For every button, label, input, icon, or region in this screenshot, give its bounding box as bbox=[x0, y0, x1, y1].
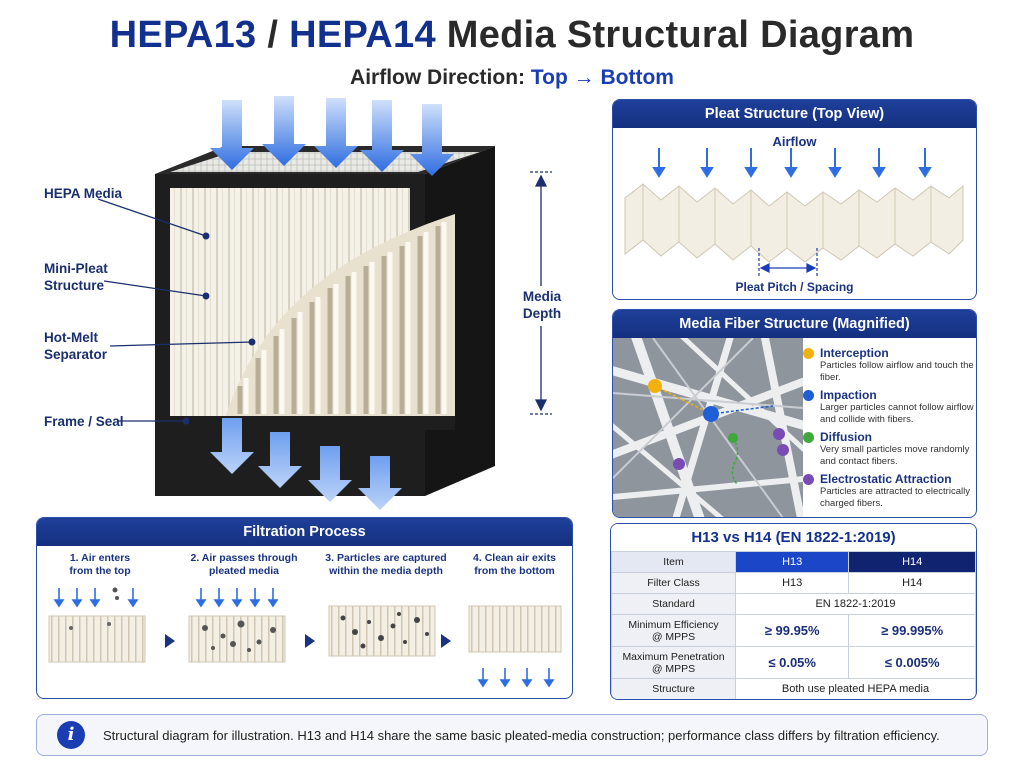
pleat-panel-title: Pleat Structure (Top View) bbox=[613, 100, 976, 128]
media-depth-label: Media Depth bbox=[522, 289, 562, 321]
airflow-in-arrows bbox=[210, 96, 454, 176]
pleat-zigzag bbox=[624, 183, 964, 263]
row-label-penetration: Maximum Penetration @ MPPS bbox=[611, 646, 736, 679]
table-row: Structure Both use pleated HEPA media bbox=[611, 678, 976, 699]
footer-note: i Structural diagram for illustration. H… bbox=[36, 714, 988, 756]
step-1-graphic bbox=[48, 587, 146, 663]
cell-penetration-h13: ≤ 0.05% bbox=[734, 646, 850, 679]
cell-filter-class-h13: H13 bbox=[734, 572, 850, 594]
process-steps: 1. Air enters from the top 2. Air passes… bbox=[37, 546, 572, 696]
pleat-fins bbox=[237, 222, 447, 414]
airflow-subtitle: Airflow Direction: Top → Bottom bbox=[350, 66, 674, 89]
process-arrow-1 bbox=[165, 634, 175, 648]
process-arrow-3 bbox=[441, 634, 451, 648]
row-label-efficiency: Minimum Efficiency @ MPPS bbox=[611, 614, 736, 647]
table-row: Filter Class H13 H14 bbox=[611, 572, 976, 594]
fiber-structure-panel: Media Fiber Structure (Magnified) bbox=[612, 309, 977, 518]
step-2-label: 2. Air passes through pleated media bbox=[190, 552, 298, 577]
electrostatic-particles bbox=[673, 428, 789, 470]
callout-mini-pleat: Mini-Pleat Structure bbox=[44, 261, 108, 293]
capture-mechanism-legend: Interception Particles follow airflow an… bbox=[803, 346, 976, 514]
cell-structure: Both use pleated HEPA media bbox=[735, 678, 976, 699]
fiber-magnified-graphic bbox=[613, 338, 803, 517]
table-row: Maximum Penetration @ MPPS ≤ 0.05% ≤ 0.0… bbox=[611, 646, 976, 679]
pleat-topview-graphic bbox=[624, 148, 964, 278]
electrostatic-dot-icon bbox=[803, 473, 814, 485]
interception-dot-icon bbox=[803, 347, 814, 359]
depth-dimension bbox=[530, 171, 552, 415]
callout-leaders bbox=[97, 198, 256, 425]
step-3-label: 3. Particles are captured within the med… bbox=[325, 552, 447, 577]
filtration-process-panel: Filtration Process 1. Air enters from th… bbox=[36, 517, 573, 699]
airflow-out-arrows bbox=[210, 418, 402, 510]
pleat-folds bbox=[642, 184, 932, 248]
media-top-face bbox=[170, 152, 480, 172]
pleat-pitch-label: Pleat Pitch / Spacing bbox=[735, 280, 854, 294]
mechanism-diffusion: Diffusion Very small particles move rand… bbox=[803, 430, 976, 467]
callout-frame-seal: Frame / Seal bbox=[44, 414, 124, 429]
step-2-graphic bbox=[188, 588, 286, 663]
filter-illustration bbox=[97, 96, 552, 510]
interception-particle bbox=[648, 379, 662, 393]
header-item: Item bbox=[611, 551, 736, 573]
step-1-label: 1. Air enters from the top bbox=[69, 552, 131, 577]
header-h14: H14 bbox=[848, 551, 976, 573]
fiber-panel-title: Media Fiber Structure (Magnified) bbox=[613, 310, 976, 338]
diffusion-particle bbox=[728, 433, 738, 443]
pleat-airflow-label: Airflow bbox=[772, 134, 817, 149]
table-row: Minimum Efficiency @ MPPS ≥ 99.95% ≥ 99.… bbox=[611, 614, 976, 647]
pleat-structure-panel: Pleat Structure (Top View) Airflow Pleat… bbox=[612, 99, 977, 300]
pleat-airflow-arrows bbox=[652, 148, 932, 178]
table-row: Standard EN 1822-1:2019 bbox=[611, 593, 976, 615]
cell-penetration-h14: ≤ 0.005% bbox=[848, 646, 976, 679]
step-4-label: 4. Clean air exits from the bottom bbox=[473, 552, 556, 577]
cell-standard: EN 1822-1:2019 bbox=[735, 593, 976, 615]
step-3-graphic bbox=[328, 605, 436, 657]
impaction-dot-icon bbox=[803, 389, 814, 401]
comparison-table: Item H13 H14 Filter Class H13 H14 Standa… bbox=[611, 551, 976, 699]
callout-hepa-media: HEPA Media bbox=[44, 186, 123, 201]
footer-text: Structural diagram for illustration. H13… bbox=[103, 727, 940, 743]
pitch-dimension bbox=[758, 248, 818, 278]
callout-hot-melt: Hot-Melt Separator bbox=[44, 330, 108, 362]
cell-efficiency-h13: ≥ 99.95% bbox=[734, 614, 850, 647]
row-label-standard: Standard bbox=[611, 593, 736, 615]
step-4-graphic bbox=[468, 605, 562, 688]
mechanism-electrostatic: Electrostatic Attraction Particles are a… bbox=[803, 472, 976, 509]
impaction-particle bbox=[703, 406, 719, 422]
comparison-panel: H13 vs H14 (EN 1822-1:2019) Item H13 H14… bbox=[610, 523, 977, 700]
row-label-structure: Structure bbox=[611, 678, 736, 699]
cell-filter-class-h14: H14 bbox=[848, 572, 976, 594]
mechanism-interception: Interception Particles follow airflow an… bbox=[803, 346, 976, 383]
header-h13: H13 bbox=[734, 551, 850, 573]
info-icon: i bbox=[57, 721, 85, 749]
mechanism-impaction: Impaction Larger particles cannot follow… bbox=[803, 388, 976, 425]
process-arrow-2 bbox=[305, 634, 315, 648]
cell-efficiency-h14: ≥ 99.995% bbox=[848, 614, 976, 647]
comparison-title: H13 vs H14 (EN 1822-1:2019) bbox=[611, 524, 976, 552]
process-title: Filtration Process bbox=[37, 518, 572, 546]
filter-diagram: HEPA Media Mini-Pleat Structure Hot-Melt… bbox=[0, 96, 600, 516]
process-illustrations bbox=[48, 587, 562, 688]
frame-bottom bbox=[155, 416, 455, 430]
row-label-filter-class: Filter Class bbox=[611, 572, 736, 594]
page-title: HEPA13 / HEPA14 Media Structural Diagram bbox=[109, 14, 915, 56]
table-header-row: Item H13 H14 bbox=[611, 551, 976, 573]
diffusion-dot-icon bbox=[803, 431, 814, 443]
